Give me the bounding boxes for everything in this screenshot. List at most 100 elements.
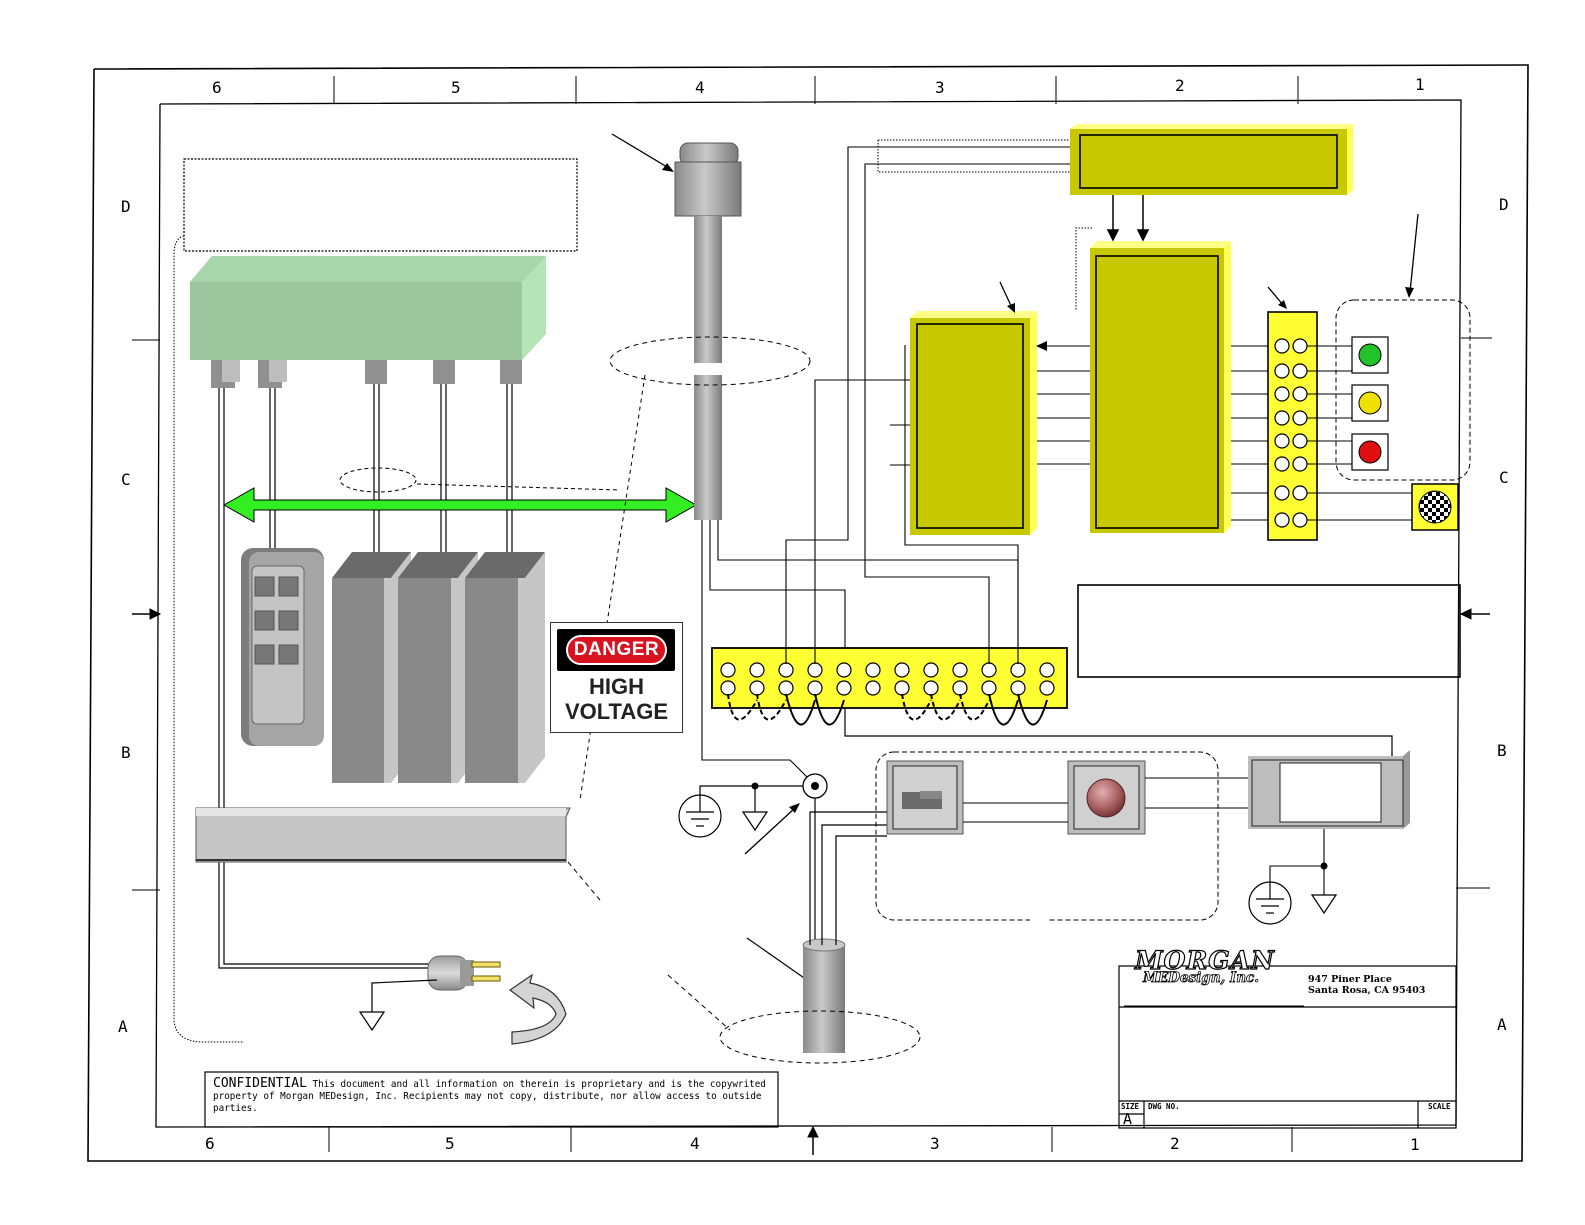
power-supply-connectors bbox=[211, 360, 522, 388]
company-address: 947 Piner Place Santa Rosa, CA 95403 bbox=[1308, 974, 1425, 996]
zone-left-4: A bbox=[118, 1017, 128, 1036]
junction-dot bbox=[811, 782, 819, 790]
controller-down-arrows bbox=[1106, 195, 1150, 242]
confidential-notice: CONFIDENTIAL This document and all infor… bbox=[213, 1076, 769, 1128]
duct-callout-leader bbox=[567, 861, 601, 901]
zone-labels-bottom: 6 5 4 3 2 1 bbox=[205, 1134, 1420, 1154]
lamp-green bbox=[1351, 336, 1389, 374]
strip-to-controller-wires bbox=[785, 146, 1070, 664]
notes-box-right bbox=[1077, 584, 1461, 678]
zone-labels-left: D C B A bbox=[118, 197, 131, 1036]
zone-bottom-1: 6 bbox=[205, 1134, 215, 1153]
zone-left-2: C bbox=[121, 470, 131, 489]
zone-bottom-5: 2 bbox=[1170, 1134, 1180, 1153]
push-button bbox=[1067, 760, 1146, 835]
earth-ground-symbol-right bbox=[1248, 881, 1292, 925]
main-to-terminal-wires bbox=[1231, 345, 1268, 521]
danger-line-1: HIGH bbox=[589, 674, 644, 699]
terminal-block-vertical bbox=[1267, 311, 1318, 541]
zone-right-4: A bbox=[1497, 1015, 1507, 1034]
power-supply-wires bbox=[218, 384, 513, 969]
confidential-text: This document and all information on the… bbox=[213, 1079, 766, 1114]
zone-labels-right: D C B A bbox=[1497, 195, 1509, 1034]
confidential-box bbox=[204, 1071, 779, 1128]
ground-rod bbox=[802, 938, 846, 1053]
zone-dividers bbox=[132, 76, 1492, 1152]
dotted-link-top bbox=[877, 140, 1070, 173]
wire-callout-leader bbox=[416, 483, 621, 491]
leader-ground-rod bbox=[746, 937, 808, 981]
address-line-1: 947 Piner Place bbox=[1308, 974, 1392, 985]
label-box-top-left bbox=[183, 158, 578, 252]
switch-wires bbox=[963, 777, 1325, 895]
danger-line-2: VOLTAGE bbox=[564, 699, 669, 724]
chassis-ground-symbol-center bbox=[741, 811, 769, 832]
zone-bottom-6: 1 bbox=[1410, 1135, 1420, 1154]
size-label: SIZE bbox=[1121, 1102, 1140, 1111]
zone-right-1: D bbox=[1499, 195, 1509, 214]
arrow-main-to-io bbox=[1036, 341, 1047, 351]
ground-dot-center bbox=[751, 782, 759, 790]
enclosure-outline bbox=[173, 235, 244, 1043]
toggle-switch bbox=[886, 760, 964, 835]
leader-junction bbox=[744, 807, 796, 855]
danger-high-voltage-sign: DANGER HIGH VOLTAGE bbox=[550, 622, 683, 733]
danger-header-label: DANGER bbox=[566, 635, 667, 665]
checker-indicator bbox=[1411, 483, 1459, 531]
sensor-probe bbox=[674, 142, 742, 520]
zone-right-2: C bbox=[1499, 468, 1509, 487]
ground-dot-right bbox=[1320, 862, 1328, 870]
ground-rod-wires bbox=[809, 811, 887, 945]
controller-module-top bbox=[1070, 124, 1353, 195]
zone-top-6: 1 bbox=[1415, 75, 1425, 94]
size-value: A bbox=[1123, 1110, 1133, 1128]
ground-rod-callout-ellipse bbox=[719, 1010, 921, 1064]
plc-module-3 bbox=[465, 552, 545, 783]
leader-probe-head bbox=[662, 163, 674, 172]
zone-left-3: B bbox=[121, 743, 131, 762]
zone-left-1: D bbox=[121, 197, 131, 216]
zone-top-1: 6 bbox=[212, 78, 222, 97]
danger-header-bar: DANGER bbox=[557, 629, 675, 671]
lamp-wires bbox=[1307, 345, 1412, 521]
display-panel bbox=[1248, 750, 1410, 829]
switch-group-gap bbox=[1030, 914, 1048, 924]
dwg-no-label: DWG NO. bbox=[1148, 1102, 1180, 1111]
zone-top-3: 4 bbox=[695, 78, 705, 97]
terminal-jumpers bbox=[727, 693, 1048, 726]
chassis-ground-symbol-right bbox=[1310, 894, 1338, 915]
ground-rod-callout-leader bbox=[667, 974, 731, 1031]
main-controller-module bbox=[1090, 241, 1231, 533]
probe-callout-ellipse bbox=[609, 336, 811, 386]
leader-io-module-head bbox=[1007, 303, 1015, 313]
ground-symbol-plug bbox=[358, 979, 438, 1032]
leader-junction-head bbox=[789, 803, 800, 813]
leader-probe bbox=[611, 133, 673, 171]
zone-right-3: B bbox=[1497, 741, 1507, 760]
title-block bbox=[1118, 965, 1457, 1129]
lamp-red bbox=[1351, 433, 1389, 471]
scale-label: SCALE bbox=[1428, 1102, 1451, 1111]
rotate-arrow-icon bbox=[508, 973, 567, 1045]
zone-bottom-4: 3 bbox=[930, 1134, 940, 1153]
confidential-heading: CONFIDENTIAL bbox=[213, 1076, 307, 1091]
zone-top-4: 3 bbox=[935, 78, 945, 97]
leader-lamp-group bbox=[1409, 213, 1419, 293]
keypad-module bbox=[241, 548, 324, 746]
io-to-main-wires bbox=[890, 345, 1090, 466]
power-plug bbox=[427, 955, 501, 991]
company-logo-line-2: MEDesign, Inc. bbox=[1143, 970, 1260, 986]
zone-top-5: 2 bbox=[1175, 76, 1185, 95]
wire-callout-ellipse bbox=[339, 467, 417, 493]
earth-ground-symbol-center bbox=[678, 794, 722, 838]
io-module bbox=[910, 311, 1037, 535]
switch-group-outline bbox=[875, 751, 1219, 921]
leader-terminal-block-head bbox=[1278, 300, 1287, 309]
probe-callout-leader bbox=[579, 374, 646, 801]
dotted-link-main bbox=[1075, 227, 1092, 310]
ground-wiring bbox=[699, 690, 1393, 945]
lamp-group-outline bbox=[1335, 299, 1471, 481]
zone-top-2: 5 bbox=[451, 78, 461, 97]
wire-duct bbox=[195, 807, 571, 863]
zone-bottom-3: 4 bbox=[690, 1134, 700, 1153]
